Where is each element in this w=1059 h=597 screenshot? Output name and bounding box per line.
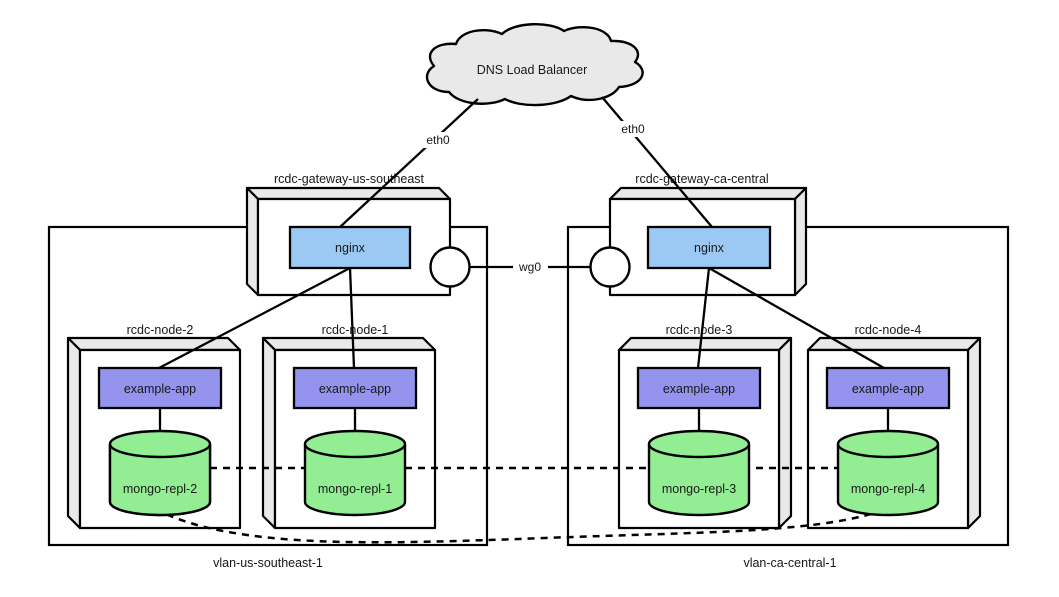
example-app-box-node1 — [292, 366, 418, 410]
dns-load-balancer-cloud — [425, 22, 644, 107]
edge-nginx-to-app-node4 — [708, 267, 885, 369]
edge-nginx-to-app-node2 — [158, 266, 351, 370]
example-app-box-node4 — [825, 366, 951, 410]
mongo-repl-2-label: mongo-repl-2 — [123, 482, 197, 496]
mongo-repl-1-label: mongo-repl-1 — [318, 482, 392, 496]
mongo-repl-3-label: mongo-repl-3 — [662, 482, 736, 496]
wg0-label-bg — [513, 259, 548, 275]
mongo-repl-1-cap — [303, 429, 407, 459]
wg0-label: wg0 — [518, 260, 541, 274]
node-4-label: rcdc-node-4 — [855, 323, 922, 337]
gateway-ca-central-top-face — [608, 186, 808, 201]
node-4-right-face — [966, 336, 982, 530]
mongo-repl-2-cap — [108, 429, 212, 459]
node-3-top-face — [617, 336, 793, 352]
mongo-repl-1-outline — [303, 444, 407, 517]
gateway-ca-central-label: rcdc-gateway-ca-central — [635, 172, 768, 186]
vlan-ca-central-label: vlan-ca-central-1 — [743, 556, 836, 570]
node-1-left-face — [261, 336, 277, 530]
node-1-label: rcdc-node-1 — [322, 323, 389, 337]
mongo-repl-4-cap — [836, 429, 940, 459]
example-app-label-node4: example-app — [852, 382, 924, 396]
node-3-label: rcdc-node-3 — [666, 323, 733, 337]
example-app-box-node2 — [97, 366, 223, 410]
edge-cloud-to-nginx-left — [339, 98, 479, 228]
gateway-ca-central-right-face — [793, 186, 808, 297]
edge-nginx-to-app-node3 — [696, 267, 711, 369]
interface-labels: eth0 eth0 wg0 — [420, 121, 651, 275]
app-boxes — [97, 366, 951, 410]
nginx-label-left: nginx — [335, 241, 366, 255]
eth0-right-label: eth0 — [621, 122, 645, 136]
eth0-right-label-bg — [616, 121, 651, 137]
gateway-us-southeast-left-face — [245, 186, 260, 297]
vlan-us-southeast-label: vlan-us-southeast-1 — [213, 556, 323, 570]
eth0-left-label-bg — [420, 132, 455, 148]
mongo-repl-4-label: mongo-repl-4 — [851, 482, 925, 496]
nginx-box-right — [646, 225, 772, 270]
nginx-box-left — [288, 225, 412, 270]
node-2-left-face — [66, 336, 82, 530]
example-app-label-node1: example-app — [319, 382, 391, 396]
edge-cloud-to-nginx-right — [601, 96, 713, 228]
mongo-repl-3-cap — [647, 429, 751, 459]
wg0-port-right — [589, 246, 631, 288]
wg0-port-left — [429, 246, 471, 288]
dns-load-balancer-label: DNS Load Balancer — [477, 63, 587, 77]
node-3-right-face — [777, 336, 793, 530]
edge-mongo-repl2-to-repl4 — [154, 507, 879, 544]
nginx-label-right: nginx — [694, 241, 725, 255]
eth0-left-label: eth0 — [426, 133, 450, 147]
example-app-label-node2: example-app — [124, 382, 196, 396]
mongo-repl-2-outline — [108, 444, 212, 517]
edge-nginx-to-app-node1 — [348, 267, 356, 369]
mongo-cylinders — [108, 429, 940, 517]
example-app-label-node3: example-app — [663, 382, 735, 396]
mongo-repl-3-outline — [647, 444, 751, 517]
node-1-top-face — [261, 336, 437, 352]
node-2-label: rcdc-node-2 — [127, 323, 194, 337]
gateway-us-southeast-label: rcdc-gateway-us-southeast — [274, 172, 425, 186]
example-app-box-node3 — [636, 366, 762, 410]
mongo-repl-4-outline — [836, 444, 940, 517]
gateway-us-southeast-top-face — [245, 186, 452, 201]
